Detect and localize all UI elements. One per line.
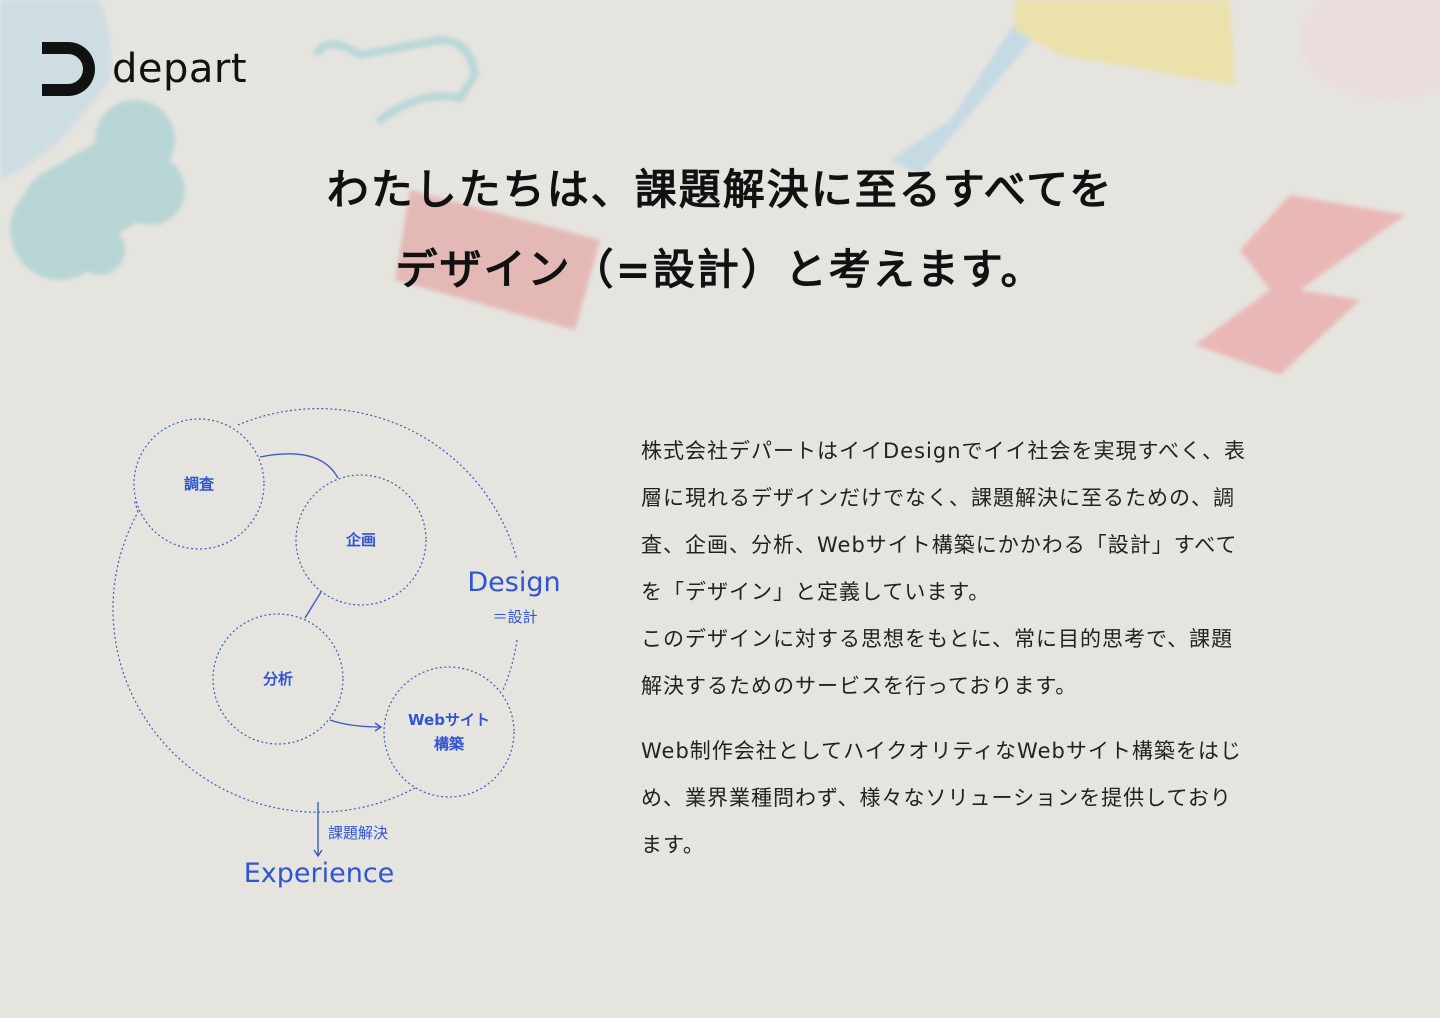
text-line: Web制作会社としてハイクオリティなWebサイト構築をはじ [641,739,1242,763]
experience-arrow [313,802,323,858]
design-outer-circle [112,407,518,813]
page-headline: わたしたちは、課題解決に至るすべてを デザイン（=設計）と考えます。 [0,150,1440,310]
headline-line-1: わたしたちは、課題解決に至るすべてを [326,165,1114,214]
node-circle-research [133,418,265,550]
text-line: このデザインに対する思想をもとに、常に目的思考で、課題 [641,627,1234,651]
text-line: を「デザイン」と定義しています。 [641,580,991,604]
arrow-label: 課題解決 [327,823,389,842]
node-label-analysis: 分析 [262,669,294,688]
experience-label: Experience [243,857,395,889]
design-label: Design [467,566,561,598]
node-circle-planning [295,474,427,606]
text-line: ます。 [641,833,705,857]
text-line: 層に現れるデザインだけでなく、課題解決に至るための、調 [641,486,1235,510]
company-description: 株式会社デパートはイイDesignでイイ社会を実現すべく、表 層に現れるデザイン… [641,428,1341,869]
text-line: 査、企画、分析、Webサイト構築にかかわる「設計」すべて [641,533,1238,557]
node-label-research: 調査 [183,474,215,493]
text-line: 株式会社デパートはイイDesignでイイ社会を実現すべく、表 [641,439,1247,463]
arrowhead-icon [374,722,383,732]
node-label-planning: 企画 [345,530,377,549]
node-label-build: 構築 [433,734,465,753]
headline-line-2: デザイン（=設計）と考えます。 [395,245,1045,294]
connector-research-planning [259,453,339,479]
node-label-web: Webサイト [408,710,490,729]
text-line: 解決するためのサービスを行っております。 [641,674,1078,698]
paragraph-1: 株式会社デパートはイイDesignでイイ社会を実現すべく、表 層に現れるデザイン… [641,428,1341,710]
logo-wordmark: depart [112,46,248,92]
connector-analysis-web [329,719,382,728]
paragraph-2: Web制作会社としてハイクオリティなWebサイト構築をはじ め、業界業種問わず、… [641,728,1341,869]
design-process-diagram [112,407,518,858]
logo[interactable]: depart [40,40,247,98]
depart-logo-mark-icon [42,42,95,96]
node-circle-analysis [212,613,344,745]
node-circle-web-build [383,666,515,798]
text-line: め、業界業種問わず、様々なソリューションを提供しており [641,786,1232,810]
connector-planning-analysis [304,591,322,619]
design-sub-label: ＝設計 [492,607,538,626]
